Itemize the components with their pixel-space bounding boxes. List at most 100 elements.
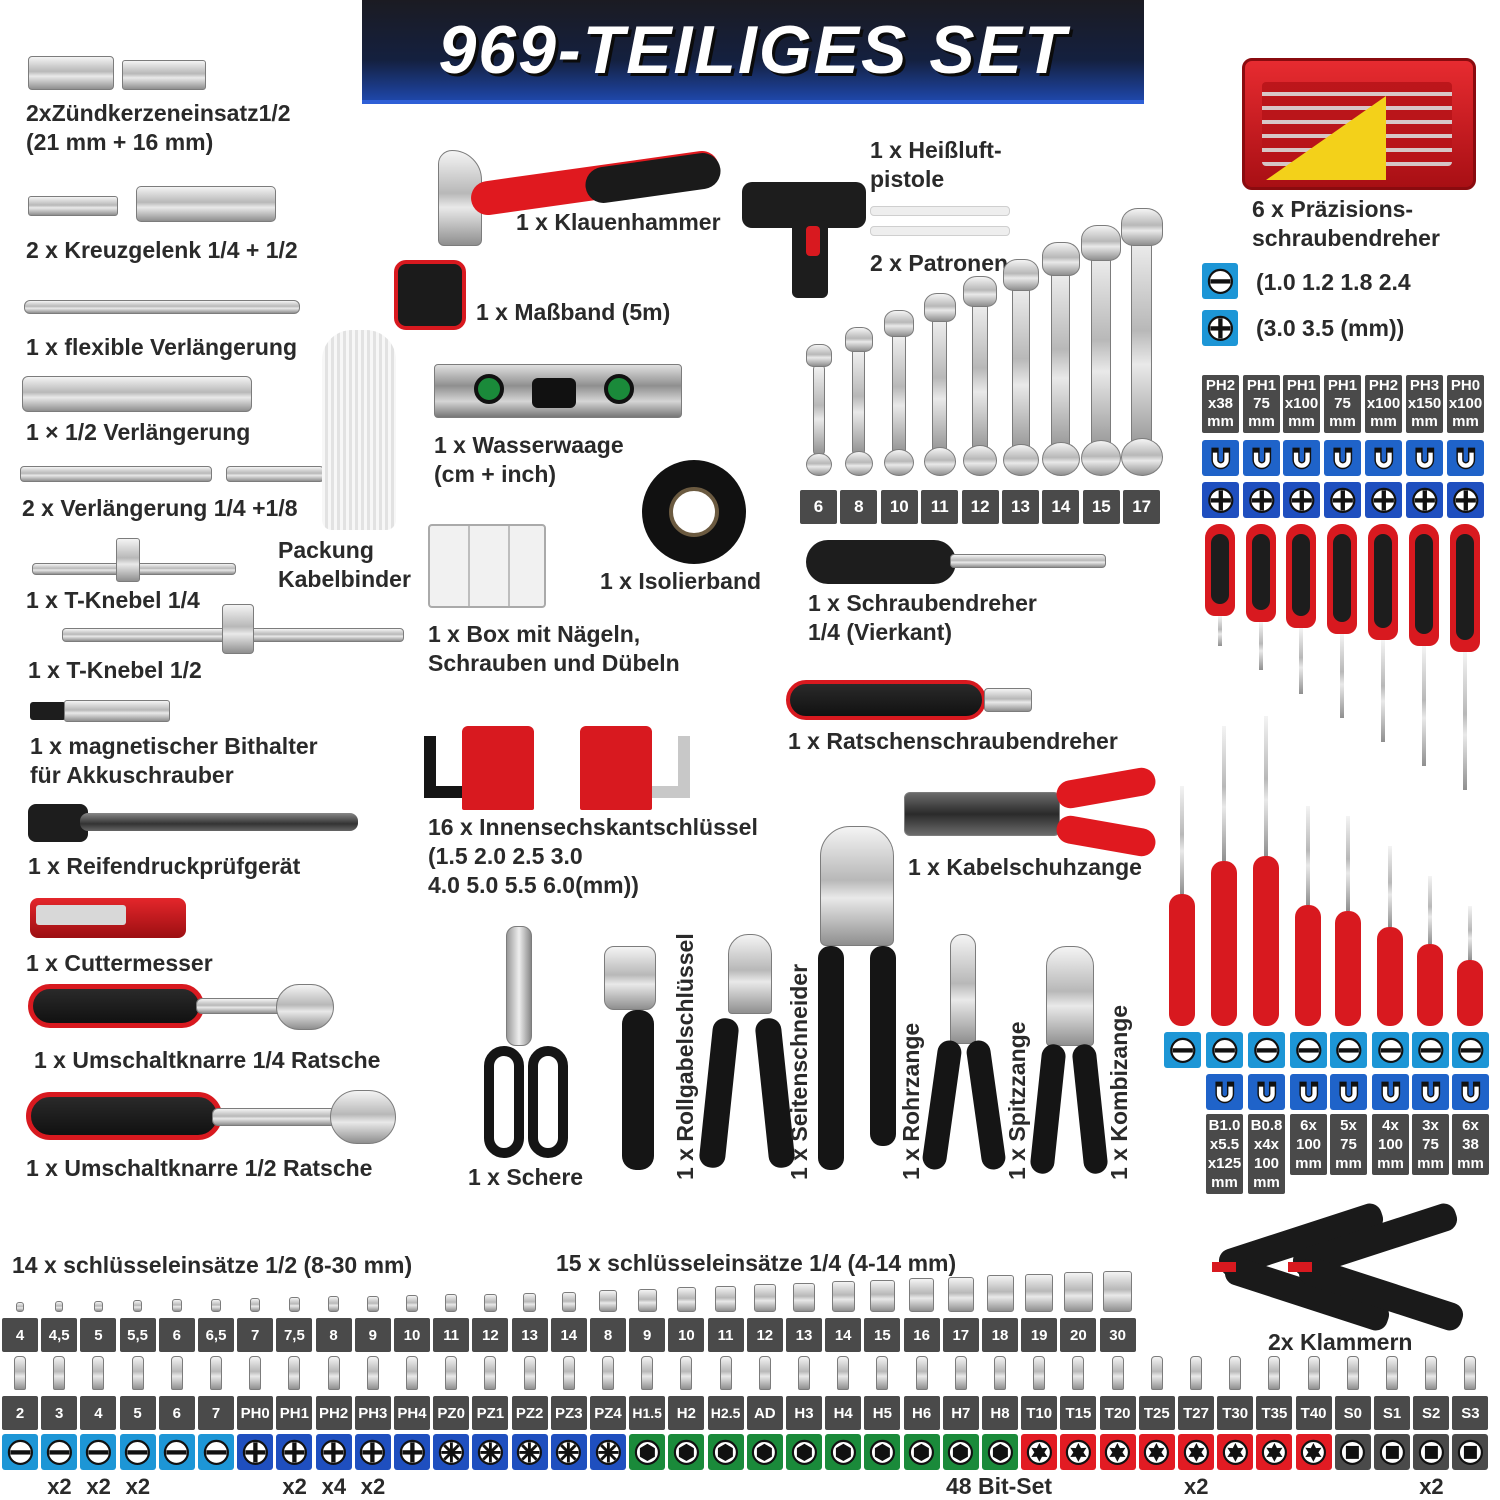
ratchet-half-head — [330, 1090, 396, 1144]
ratchet-screwdriver-tip — [984, 688, 1032, 712]
title-banner: 969-TEILIGES SET — [362, 0, 1144, 104]
bit-label-chip: S0 — [1334, 1396, 1371, 1430]
slot-icon — [1330, 1032, 1367, 1068]
bit — [366, 1356, 379, 1390]
socket — [986, 1275, 1014, 1312]
socket — [754, 1284, 776, 1312]
socket — [328, 1296, 340, 1312]
flexible-extension — [24, 300, 300, 314]
screwdriver-shaft — [1388, 846, 1392, 927]
label-hex-keys: 16 x Innensechskantschlüssel(1.5 2.0 2.5… — [428, 814, 758, 898]
label-ratchet-quarter: 1 x Umschaltknarre 1/4 Ratsche — [34, 1047, 381, 1073]
hex-icon — [746, 1434, 783, 1470]
magnet-icon — [1324, 440, 1361, 476]
tire-gauge-body — [80, 813, 358, 831]
bit — [994, 1356, 1006, 1390]
screwdriver-shaft — [1299, 628, 1303, 694]
pipe-pliers-handle-2 — [870, 946, 896, 1146]
wrench-ring-end — [1120, 438, 1163, 476]
wrench-ring-end — [805, 452, 832, 476]
hammer-grip — [583, 150, 723, 206]
label-insulation-tape: 1 x Isolierband — [600, 568, 762, 594]
bit — [1464, 1356, 1477, 1390]
socket-size-chip: 6,5 — [198, 1318, 234, 1352]
phillips-icon — [315, 1434, 352, 1470]
torx-icon — [1256, 1434, 1293, 1470]
socket — [599, 1290, 617, 1312]
screwdriver-shaft — [1306, 806, 1310, 905]
socket-size-chip: 5 — [80, 1318, 117, 1352]
extension-eighth — [226, 466, 324, 482]
torx-icon — [1178, 1434, 1214, 1470]
wrench-open-end — [884, 310, 915, 337]
phillips-icon — [1202, 482, 1239, 518]
socket-size-chip: 12 — [746, 1318, 783, 1352]
magnet-icon — [1206, 1074, 1243, 1110]
magnet-icon — [1243, 440, 1280, 476]
bit-label-chip: H4 — [825, 1396, 862, 1430]
slot-icon — [2, 1434, 38, 1470]
glue-gun-trigger — [806, 226, 820, 256]
screwdriver-shaft — [1381, 640, 1385, 742]
magnetic-bit-holder — [64, 700, 170, 722]
screwdriver-spec-chip: B0.8 x4x 100 mm — [1248, 1114, 1285, 1194]
screwdriver-handle — [1335, 910, 1361, 1026]
bit — [1386, 1356, 1398, 1390]
bit — [758, 1356, 771, 1390]
wrench-size-chip: 6 — [800, 490, 837, 524]
universal-joint-small — [28, 196, 118, 216]
screwdriver-spec-chip: 6x 100 mm — [1290, 1114, 1327, 1175]
slot-icon — [1372, 1032, 1409, 1068]
wrench-size-chip: 14 — [1042, 490, 1080, 524]
bit — [1346, 1356, 1359, 1390]
socket — [562, 1292, 576, 1312]
screwdriver-shaft — [1259, 622, 1263, 670]
hex-icon — [982, 1434, 1018, 1470]
screwdriver-grip — [1456, 534, 1474, 640]
bit-label-chip: T30 — [1217, 1396, 1254, 1430]
label-tire-gauge: 1 x Reifendruckprüfgerät — [28, 853, 301, 879]
wrench-ring-end — [963, 445, 998, 476]
bit-multiplier: x2 — [1184, 1474, 1209, 1499]
slot-icon — [1248, 1032, 1285, 1068]
set-title: 969-TEILIGES SET — [438, 12, 1068, 88]
screwdriver-spec-chip: PH0 x100 mm — [1447, 375, 1484, 433]
screwdriver-handle — [1253, 855, 1279, 1026]
screwdriver-handle — [1169, 894, 1195, 1026]
torx-icon — [1295, 1434, 1332, 1470]
screwdriver-shaft — [1422, 646, 1426, 766]
screwdriver-shaft — [1340, 634, 1344, 718]
phillips-icon — [1243, 482, 1280, 518]
screwdriver-shaft — [1428, 876, 1432, 944]
bit-label-chip: H2.5 — [707, 1396, 744, 1430]
label-clamps: 2x Klammern — [1268, 1329, 1413, 1355]
label-extensions: 2 x Verlängerung 1/4 +1/8 — [22, 495, 298, 521]
hex-keys-black — [424, 736, 470, 798]
bit-label-chip: PH1 — [276, 1396, 313, 1430]
socket — [484, 1293, 497, 1312]
magnet-icon — [1452, 1074, 1489, 1110]
wire-stripper-handle-2 — [1054, 813, 1158, 859]
bit — [210, 1356, 222, 1390]
insulation-tape-core — [669, 487, 719, 537]
ratchet-screwdriver-handle — [786, 680, 986, 720]
hex-icon — [668, 1434, 705, 1470]
bit — [406, 1356, 418, 1390]
screwdriver-spec-chip: PH2 x100 mm — [1365, 375, 1402, 433]
bit — [680, 1356, 693, 1390]
socket — [133, 1299, 143, 1312]
label-box: 1 x Box mit Nägeln,Schrauben und Dübeln — [428, 621, 680, 676]
bit-multiplier: x2 — [86, 1474, 111, 1499]
socket-size-chip: 16 — [903, 1318, 940, 1352]
label-adjustable-wrench: 1 x Rollgabelschlüssel — [672, 933, 698, 1180]
wrench-size-chip: 11 — [921, 490, 959, 524]
socket-size-chip: 7,5 — [276, 1318, 313, 1352]
screwdriver-spec-chip: PH3 x150 mm — [1406, 375, 1443, 433]
label-glue-gun: 1 x Heißluft-pistole — [870, 137, 1002, 192]
bit — [445, 1356, 458, 1390]
socket — [909, 1278, 935, 1312]
slot-icon — [1452, 1032, 1489, 1068]
bit-label-chip: H8 — [982, 1396, 1018, 1430]
bit-label-chip: T35 — [1256, 1396, 1293, 1430]
